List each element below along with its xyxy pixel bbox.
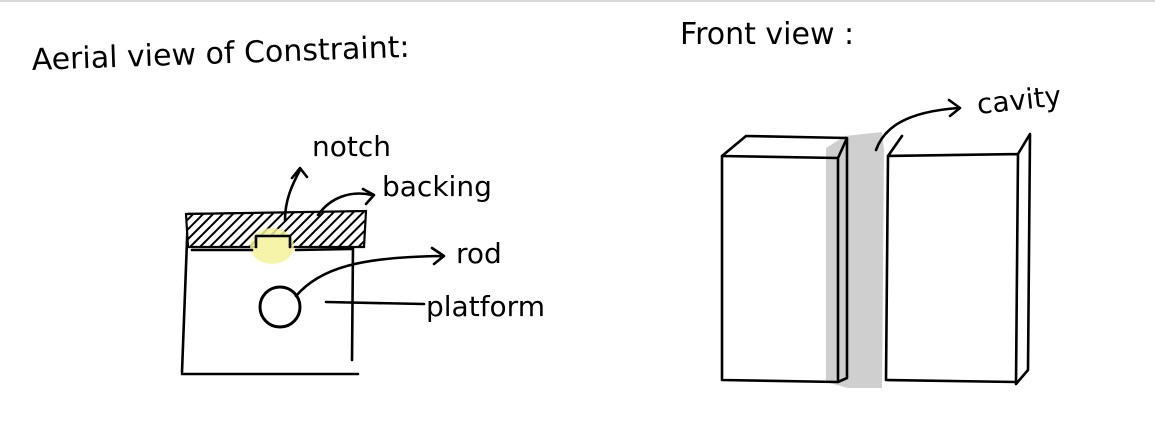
right-block xyxy=(884,132,1032,386)
notch-arrow xyxy=(283,166,309,222)
rod-label: rod xyxy=(456,237,502,270)
aerial-view-title: Aerial view of Constraint: xyxy=(31,30,410,78)
cavity-label: cavity xyxy=(975,79,1062,121)
backing-arrow xyxy=(316,187,376,217)
platform-inner-edge xyxy=(190,247,354,252)
backing-label: backing xyxy=(382,170,492,203)
left-block xyxy=(720,134,849,384)
cavity-arrow xyxy=(874,98,962,152)
cavity-shading xyxy=(826,132,884,388)
front-view-diagram: Front view : cavity xyxy=(680,17,1063,388)
notch-outline xyxy=(254,234,292,249)
front-view-title: Front view : xyxy=(680,17,854,52)
aerial-view-diagram: Aerial view of Constraint: notch backing… xyxy=(31,30,545,376)
rod-arrow xyxy=(294,246,446,298)
platform-outline xyxy=(180,210,367,376)
notch-label: notch xyxy=(312,130,391,163)
platform-label: platform xyxy=(426,290,545,323)
platform-leader-line xyxy=(324,300,426,306)
rod-circle xyxy=(258,285,302,329)
